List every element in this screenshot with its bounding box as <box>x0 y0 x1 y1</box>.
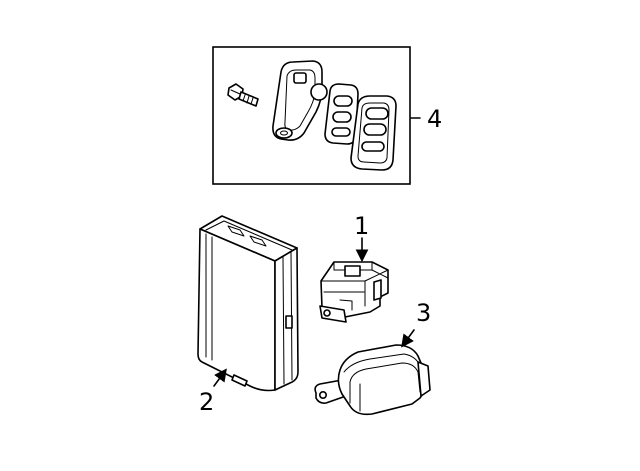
callout-1: 1 <box>354 212 369 240</box>
callout-3: 3 <box>416 299 431 327</box>
callout-2-leader <box>213 368 227 387</box>
callout-3-leader <box>401 329 415 348</box>
callout-4: 4 <box>427 105 442 133</box>
fob-housing-icon <box>272 60 328 141</box>
fob-button-pad-icon <box>324 83 359 145</box>
kit-frame <box>212 46 411 185</box>
fob-cover-icon <box>350 95 397 171</box>
callout-2: 2 <box>199 388 214 416</box>
sensor-module-icon: 3 <box>314 299 431 416</box>
key-fob-kit-group: 4 <box>212 46 442 185</box>
control-module-icon: 2 <box>197 215 299 416</box>
screw-icon <box>227 83 259 107</box>
relay-connector-icon: 1 <box>319 212 389 323</box>
